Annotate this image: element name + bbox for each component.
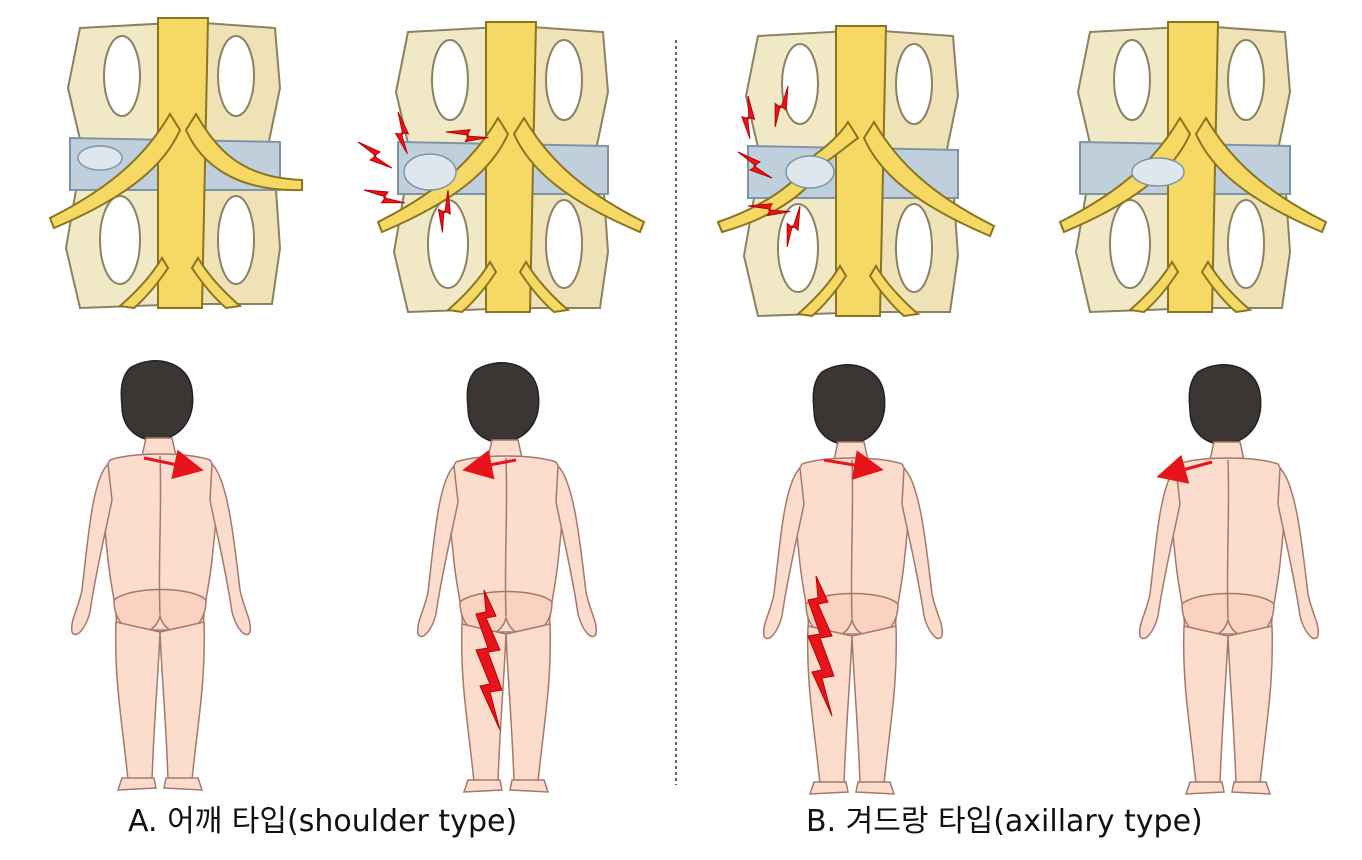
body-a1 <box>70 360 252 791</box>
body-b1 <box>762 364 944 795</box>
spine-b2 <box>1059 21 1327 313</box>
spine-a2 <box>357 21 645 313</box>
caption-shoulder-type: A. 어깨 타입(shoulder type) <box>128 804 518 839</box>
body-b2 <box>1138 364 1320 795</box>
spine-b1 <box>716 25 995 317</box>
caption-axillary-type: B. 겨드랑 타입(axillary type) <box>806 804 1203 839</box>
body-a2 <box>416 362 598 793</box>
spine-a1 <box>49 17 303 309</box>
